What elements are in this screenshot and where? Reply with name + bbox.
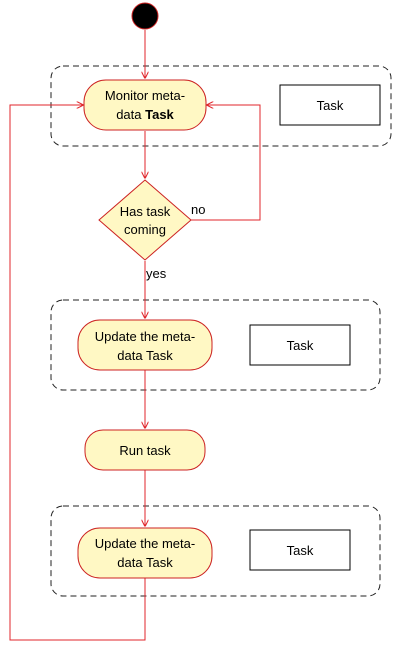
- update1-label-line1: Update the meta-: [95, 329, 195, 344]
- group-container-1: [50, 65, 392, 147]
- edge-label-yes: yes: [146, 266, 167, 281]
- decision-label-line1: Has task: [120, 204, 171, 219]
- task-box-2: Task: [249, 324, 351, 366]
- edge-label-no: no: [191, 202, 205, 217]
- update-node-1: Update the meta- data Task: [77, 319, 213, 371]
- update2-label-line2: data Task: [117, 555, 173, 570]
- update-node-2: Update the meta- data Task: [77, 527, 213, 579]
- edge-update2-loop-back: [9, 105, 146, 641]
- task-box-3-label: Task: [287, 543, 314, 558]
- task-box-1: Task: [279, 84, 381, 126]
- task-box-3: Task: [249, 529, 351, 571]
- task-box-2-label: Task: [287, 338, 314, 353]
- decision-label-line2: coming: [124, 222, 166, 237]
- monitor-label-plain: data: [116, 107, 145, 122]
- run-task-node: Run task: [84, 429, 206, 471]
- group-container-3: [50, 505, 381, 597]
- run-task-label: Run task: [119, 443, 171, 458]
- monitor-label-line1: Monitor meta-: [105, 88, 185, 103]
- edge-decision-no-loop: [190, 105, 261, 221]
- monitor-label-bold: Task: [145, 107, 174, 122]
- monitor-label-line2: data Task: [116, 107, 174, 122]
- decision-node: Has task coming: [98, 179, 192, 261]
- monitor-node: Monitor meta- data Task: [83, 79, 207, 131]
- update2-label-line1: Update the meta-: [95, 536, 195, 551]
- group-container-2: [50, 299, 381, 391]
- start-node: [131, 2, 159, 30]
- update1-label-line2: data Task: [117, 348, 173, 363]
- task-box-1-label: Task: [317, 98, 344, 113]
